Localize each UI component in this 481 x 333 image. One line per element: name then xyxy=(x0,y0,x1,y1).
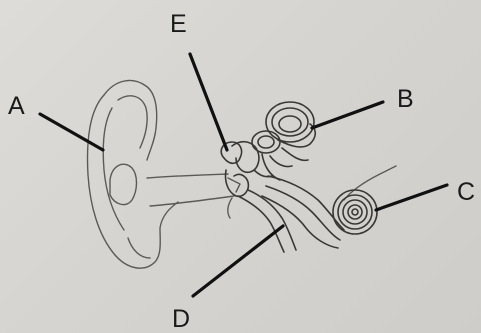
label-e: E xyxy=(170,10,187,38)
semicircular-canals xyxy=(252,102,315,180)
leader-line-a xyxy=(40,114,103,150)
label-d: D xyxy=(172,305,190,333)
ear-canal xyxy=(147,174,234,206)
leader-line-e xyxy=(190,54,227,150)
pinna xyxy=(88,80,178,268)
leader-line-b xyxy=(312,102,383,128)
label-c: C xyxy=(457,178,475,206)
label-b: B xyxy=(397,85,414,113)
leader-line-d xyxy=(193,226,283,296)
label-a: A xyxy=(8,92,25,120)
ossicles xyxy=(221,142,272,197)
leader-line-c xyxy=(376,185,447,210)
cochlea xyxy=(333,190,377,234)
